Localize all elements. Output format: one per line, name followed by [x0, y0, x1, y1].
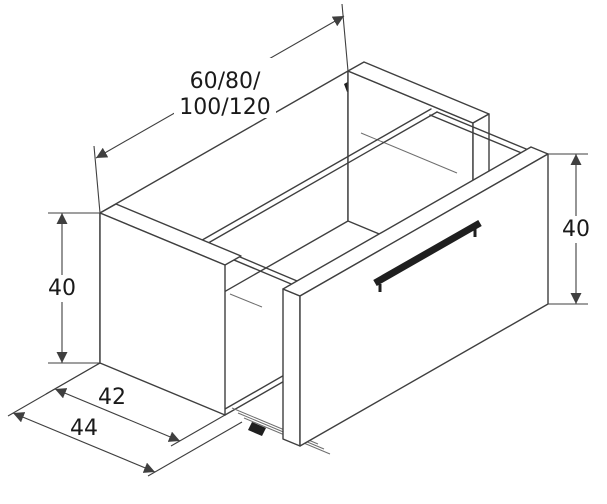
box-back-wall-edge-inner	[196, 108, 432, 244]
depth-inner-label: 42	[98, 385, 126, 410]
left-side-panel	[99, 203, 242, 416]
extension-line	[7, 362, 101, 417]
dim-width: 60/80/ 100/120	[93, 3, 349, 214]
extension-line	[341, 3, 349, 72]
width-label-line1: 60/80/	[190, 69, 261, 94]
drawer-handle	[373, 219, 482, 292]
dimension-line	[12, 412, 156, 473]
drawer-front	[282, 146, 549, 447]
label-background	[558, 216, 594, 243]
box-back-wall-edge	[202, 111, 438, 247]
extension-line	[93, 145, 101, 214]
drawer-front-left-edge	[282, 288, 301, 447]
left-height-label: 40	[48, 276, 76, 301]
depth-total-label: 44	[70, 416, 98, 441]
slide-rail	[237, 412, 325, 450]
width-label-line2: 100/120	[179, 95, 270, 120]
dim-height-drawer-front: 40	[548, 153, 594, 305]
slide-rail-clip	[248, 422, 266, 436]
left-slide-rail	[229, 293, 263, 308]
drawer-front-height-label: 40	[562, 217, 590, 242]
dim-height-left: 40	[44, 212, 100, 364]
handle-bar	[373, 219, 482, 287]
extension-line	[170, 414, 226, 447]
dim-depth-44: 44	[7, 362, 243, 477]
box-right-wall-edge-inner	[429, 114, 525, 155]
box-right-wall-edge	[436, 111, 532, 152]
label-background	[174, 58, 276, 118]
extension-line	[147, 421, 243, 477]
label-background	[44, 275, 80, 302]
